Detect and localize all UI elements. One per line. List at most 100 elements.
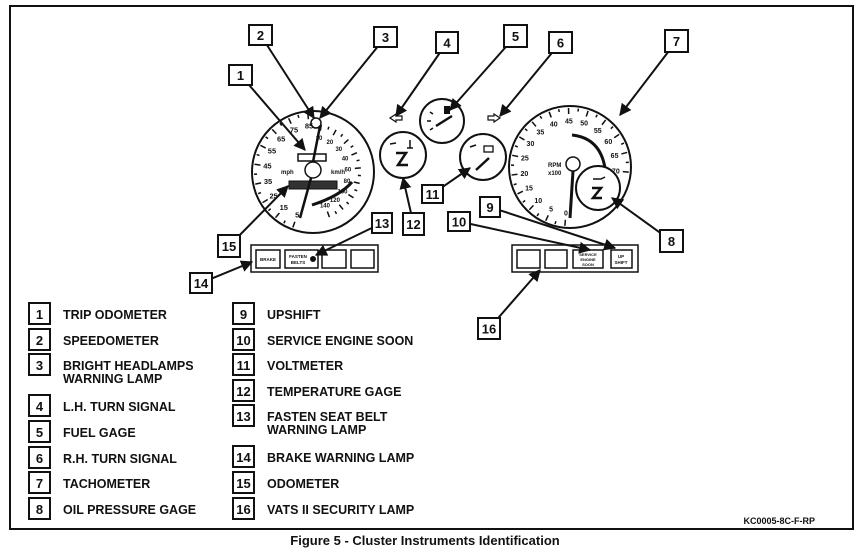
legend-label: SPEEDOMETER: [63, 334, 159, 348]
kmh-tick: [351, 151, 358, 156]
mph-tick-label: 25: [270, 191, 278, 200]
vats-security-lamp: [516, 249, 541, 269]
trip-odometer: [297, 153, 327, 162]
legend-item-2: 2 SPEEDOMETER: [28, 328, 159, 351]
mph-tick: [267, 208, 272, 212]
legend-label: OIL PRESSURE GAGE: [63, 503, 196, 517]
rpm-tick-label: 35: [537, 129, 545, 136]
right-lamp-panel: SERVICE ENGINE SOON UP SHIFT: [511, 244, 639, 273]
legend-number-box: [232, 445, 255, 468]
brake-lamp-text: BRAKE: [260, 257, 276, 262]
rpm-tick-label: 5: [549, 206, 553, 213]
legend-number: 2: [36, 333, 43, 348]
temperature-gauge: [379, 131, 427, 179]
legend-number-box: [232, 497, 255, 520]
callout-1-number: 1: [237, 68, 244, 83]
mph-tick: [260, 144, 267, 149]
kmh-tick-label: 140: [320, 203, 331, 209]
callout-5-leader-arrow: [449, 46, 507, 111]
shift-lamp-text: SHIFT: [615, 260, 628, 265]
mph-label: mph: [281, 170, 294, 176]
callout-10-box: [447, 211, 471, 232]
kmh-tick: [327, 126, 330, 130]
kmh-tick-label: 30: [335, 147, 342, 153]
legend-number: 13: [236, 409, 250, 424]
rpm-tick-label: 15: [525, 185, 533, 192]
blank-lamp: [544, 249, 568, 269]
legend-number: 7: [36, 476, 43, 491]
legend-number: 6: [36, 451, 43, 466]
rpm-tick: [610, 126, 614, 130]
legend-number: 1: [36, 307, 43, 322]
mph-tick: [287, 117, 292, 125]
kmh-tick-label: 80: [344, 179, 351, 185]
callout-3-number: 3: [382, 30, 389, 45]
soon-lamp-text: SOON: [582, 262, 594, 267]
rpm-tick-label: 45: [565, 119, 573, 126]
rpm-tick: [545, 215, 549, 222]
legend-number-box: [232, 379, 255, 402]
legend-number: 16: [236, 502, 250, 517]
callout-6-box: [548, 31, 573, 54]
kmh-tick-label: 40: [342, 156, 349, 162]
mph-tick: [283, 220, 286, 224]
figure-code: KC0005-8C-F-RP: [743, 516, 815, 526]
callout-10-number: 10: [452, 215, 466, 230]
legend-label: FUEL GAGE: [63, 426, 136, 440]
legend-label: L.H. TURN SIGNAL: [63, 400, 176, 414]
mph-tick-label: 85: [305, 122, 313, 131]
belts-lamp-text: BELTS: [291, 260, 305, 265]
callout-14-number: 14: [194, 276, 209, 291]
mph-tick-label: 15: [280, 203, 288, 212]
blank-lamp: [321, 249, 347, 269]
legend-label: R.H. TURN SIGNAL: [63, 452, 177, 466]
oil-can-icon: [593, 176, 606, 180]
legend-number-box: [232, 302, 255, 325]
kmh-tick-label: 100: [338, 189, 349, 195]
fuel-gauge: [419, 98, 465, 144]
kmh-tick: [332, 129, 337, 136]
callout-3-leader-arrow: [319, 46, 379, 119]
legend-label: TACHOMETER: [63, 477, 150, 491]
kmh-tick: [346, 201, 350, 205]
legend-label: SERVICE ENGINE SOON: [267, 334, 413, 348]
rpm-tick: [522, 199, 526, 203]
kmh-tick: [340, 133, 344, 138]
rpm-tick: [536, 213, 540, 217]
rpm-tick: [613, 133, 620, 139]
legend-number-box: [28, 497, 51, 520]
callout-8-box: [659, 229, 684, 253]
callout-7-leader-arrow: [619, 51, 669, 116]
seat-belt-icon: [310, 256, 316, 262]
mph-tick: [274, 212, 280, 219]
rpm-tick: [595, 114, 598, 118]
kmh-label: km/h: [331, 170, 345, 176]
callout-16-leader-arrow: [497, 269, 541, 319]
rpm-tick: [528, 204, 535, 211]
mph-tick: [307, 113, 310, 120]
legend-item-7: 7 TACHOMETER: [28, 471, 150, 494]
legend-number-box: [232, 328, 255, 351]
callout-13-number: 13: [375, 216, 389, 231]
legend-label: UPSHIFT: [267, 308, 321, 322]
kmh-tick: [338, 204, 344, 210]
blank-lamp: [350, 249, 375, 269]
rpm-tick: [564, 219, 567, 226]
legend-label: WARNING LAMP: [63, 372, 162, 386]
engine-lamp-text: ENGINE: [580, 257, 596, 262]
legend-label: TEMPERATURE GAGE: [267, 385, 402, 399]
callout-7-box: [664, 29, 689, 53]
rpm-tick: [620, 142, 625, 145]
legend-number: 10: [236, 333, 250, 348]
mph-tick: [254, 163, 261, 166]
kmh-tick: [353, 181, 360, 185]
battery-icon: [483, 145, 494, 153]
rpm-tick-label: 10: [534, 198, 542, 205]
odometer: [288, 180, 338, 190]
